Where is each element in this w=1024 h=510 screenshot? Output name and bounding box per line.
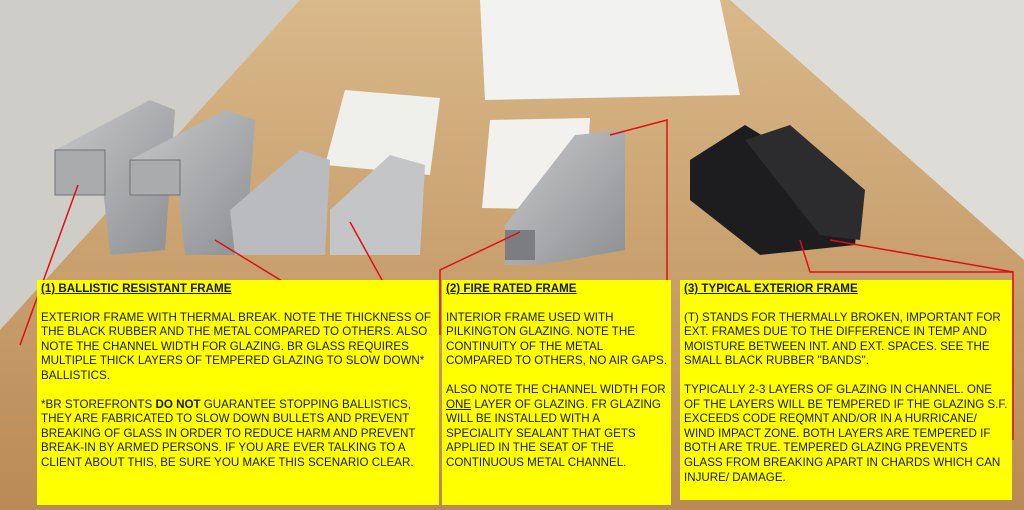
note-fire-rated-frame: (2) FIRE RATED FRAME INTERIOR FRAME USED…: [442, 280, 671, 505]
note-typical-exterior-frame: (3) TYPICAL EXTERIOR FRAME (T) STANDS FO…: [680, 280, 1012, 500]
br-frame-end: [129, 159, 181, 196]
note-paragraph: *BR STOREFRONTS DO NOT GUARANTEE STOPPIN…: [41, 398, 435, 471]
br-frame-piece: [55, 100, 175, 255]
note-text: ALSO NOTE THE CHANNEL WIDTH FOR: [446, 382, 666, 396]
fr-frame-end: [505, 230, 535, 260]
paper-sheet: [325, 90, 440, 175]
note-paragraph: ALSO NOTE THE CHANNEL WIDTH FOR ONE LAYE…: [446, 383, 667, 471]
note-paragraph: (T) STANDS FOR THERMALLY BROKEN, IMPORTA…: [684, 310, 1001, 368]
note-title: (2) FIRE RATED FRAME: [446, 282, 577, 295]
note-text: LAYER OF GLAZING. FR GLAZING WILL BE INS…: [446, 397, 661, 469]
arrow-line: [829, 239, 1014, 273]
note-ballistic-resistant-frame: (1) BALLISTIC RESISTANT FRAME EXTERIOR F…: [37, 280, 439, 505]
note-text: GUARANTEE STOPPING BALLISTICS, THEY ARE …: [41, 397, 416, 469]
note-paragraph: EXTERIOR FRAME WITH THERMAL BREAK. NOTE …: [41, 310, 431, 382]
note-emphasis: DO NOT: [155, 397, 201, 411]
arrow-line: [439, 231, 521, 335]
note-paragraph: INTERIOR FRAME USED WITH PILKINGTON GLAZ…: [446, 310, 667, 368]
document-stack: [480, 0, 740, 100]
channel-piece: [230, 150, 330, 255]
arrow-line: [19, 184, 79, 346]
note-title: (3) TYPICAL EXTERIOR FRAME: [684, 282, 858, 295]
br-frame-end: [54, 149, 106, 196]
br-frame-piece: [130, 110, 255, 255]
note-emphasis: ONE: [446, 397, 472, 411]
note-title: (1) BALLISTIC RESISTANT FRAME: [41, 282, 232, 295]
typical-frame: [745, 125, 865, 240]
arrow-line: [799, 239, 1014, 440]
note-paragraph: TYPICALLY 2-3 LAYERS OF GLAZING IN CHANN…: [684, 382, 1008, 484]
note-text: *BR STOREFRONTS: [41, 397, 156, 411]
